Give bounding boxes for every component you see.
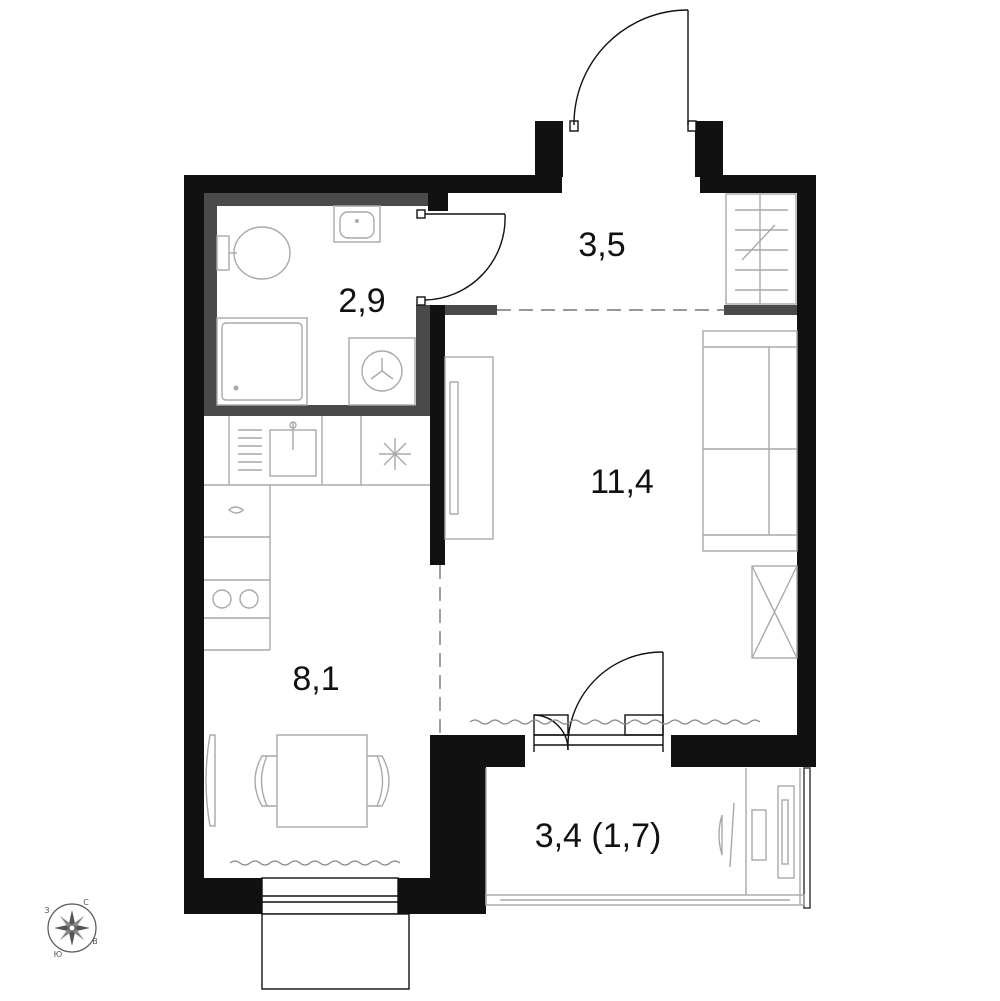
room-area-balcony: 3,4 (1,7) (535, 817, 662, 855)
shower-icon (216, 317, 308, 406)
cabinet-icon (751, 565, 798, 659)
room-area-hallway: 3,5 (578, 226, 625, 264)
living-room-fixtures (444, 193, 798, 725)
toilet-icon (216, 226, 291, 280)
compass-north: С (83, 898, 89, 907)
wardrobe-icon (725, 193, 797, 305)
sofa-icon (702, 330, 798, 552)
room-area-bathroom: 2,9 (338, 282, 385, 320)
dining-table-icon (254, 734, 390, 828)
compass-icon: С В Ю З (44, 898, 97, 959)
compass-east: В (92, 937, 98, 946)
oven-icon (227, 506, 245, 514)
bathroom-door[interactable] (416, 209, 506, 306)
compass-south: Ю (54, 950, 63, 959)
bathroom-fixtures (216, 205, 416, 406)
cooktop-icon (212, 589, 259, 609)
bathroom-walls (204, 193, 797, 416)
dishwasher-icon (238, 429, 262, 471)
balcony-door[interactable] (533, 651, 664, 752)
tv-stand-icon (444, 356, 494, 540)
fridge-icon (379, 438, 411, 470)
desk-chair-icon (718, 785, 795, 879)
window-curtain (469, 719, 761, 725)
window-curtain (229, 860, 401, 866)
room-area-living-room: 11,4 (590, 463, 654, 501)
kitchen-window (261, 877, 410, 990)
exterior-walls (184, 121, 816, 914)
entrance-door[interactable] (569, 9, 697, 132)
kitchen-sink-icon (269, 421, 317, 477)
room-area-kitchen: 8,1 (292, 660, 339, 698)
zone-boundaries (439, 309, 724, 735)
balcony (485, 767, 811, 909)
compass-west: З (44, 906, 49, 915)
sink-icon (333, 205, 381, 243)
washing-machine-icon (348, 337, 416, 406)
kitchen-fixtures (204, 416, 430, 866)
radiator-icon (205, 734, 216, 827)
